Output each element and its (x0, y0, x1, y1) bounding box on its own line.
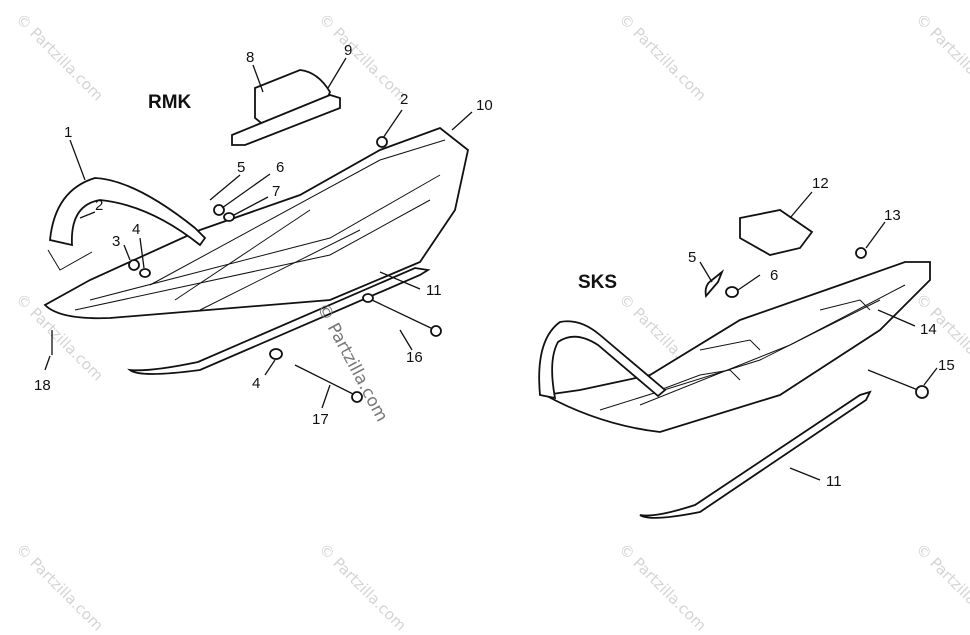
sks-bolt-15 (915, 385, 929, 399)
callout-number: 11 (426, 282, 442, 299)
callout-number: 5 (688, 249, 696, 266)
sks-ski-assembly (538, 191, 938, 519)
callout-number: 15 (938, 357, 955, 374)
rmk-washer-7 (223, 212, 235, 222)
sks-wear-bar (639, 390, 872, 519)
rmk-nut-6 (213, 204, 225, 216)
callout-number: 3 (112, 233, 120, 250)
callout-number: 5 (237, 159, 245, 176)
sks-ski-body (542, 261, 931, 433)
rmk-ski-loop (49, 177, 207, 247)
rmk-nut-2 (376, 136, 388, 148)
rmk-bolt-17 (351, 391, 363, 403)
callout-number: 8 (246, 49, 254, 66)
callout-number: 2 (400, 91, 408, 108)
rmk-washer-4a (139, 268, 151, 278)
callout-number: 10 (476, 97, 493, 114)
rmk-washer-4b (269, 348, 283, 360)
callout-number: 12 (812, 175, 829, 192)
callout-number: 2 (95, 197, 103, 214)
callout-number: 1 (64, 124, 72, 141)
parts-diagram: © Partzilla.com © Partzilla.com © Partzi… (12, 10, 970, 635)
rmk-nut-3 (128, 259, 140, 271)
rmk-saddle-plate (231, 94, 341, 146)
sks-nut-13 (855, 247, 867, 259)
rmk-ski-body (43, 126, 469, 320)
callout-number: 18 (34, 377, 51, 394)
callout-number: 4 (132, 221, 140, 238)
callout-number: 7 (272, 183, 280, 200)
rmk-ski-assembly (43, 57, 473, 409)
callout-number: 4 (252, 375, 260, 392)
sks-nut-6 (725, 286, 739, 298)
model-label-rmk: RMK (148, 92, 192, 113)
rmk-wear-bar (127, 267, 431, 375)
rmk-washer-16 (362, 293, 374, 303)
sks-pin-5 (704, 269, 725, 299)
callout-number: 11 (826, 473, 842, 490)
model-label-sks: SKS (578, 272, 617, 293)
rmk-bolt-16 (430, 325, 442, 337)
callout-number: 17 (312, 411, 329, 428)
callout-number: 6 (276, 159, 284, 176)
callout-number: 14 (920, 321, 937, 338)
sks-ski-loop (538, 320, 667, 400)
callout-number: 13 (884, 207, 901, 224)
diagram-drawing: RMK SKS 1 2 2 3 4 4 5 6 7 8 9 10 11 16 1… (34, 42, 955, 519)
callout-number: 9 (344, 42, 352, 59)
callout-number: 6 (770, 267, 778, 284)
callout-number: 16 (406, 349, 423, 366)
sks-saddle (739, 209, 814, 256)
